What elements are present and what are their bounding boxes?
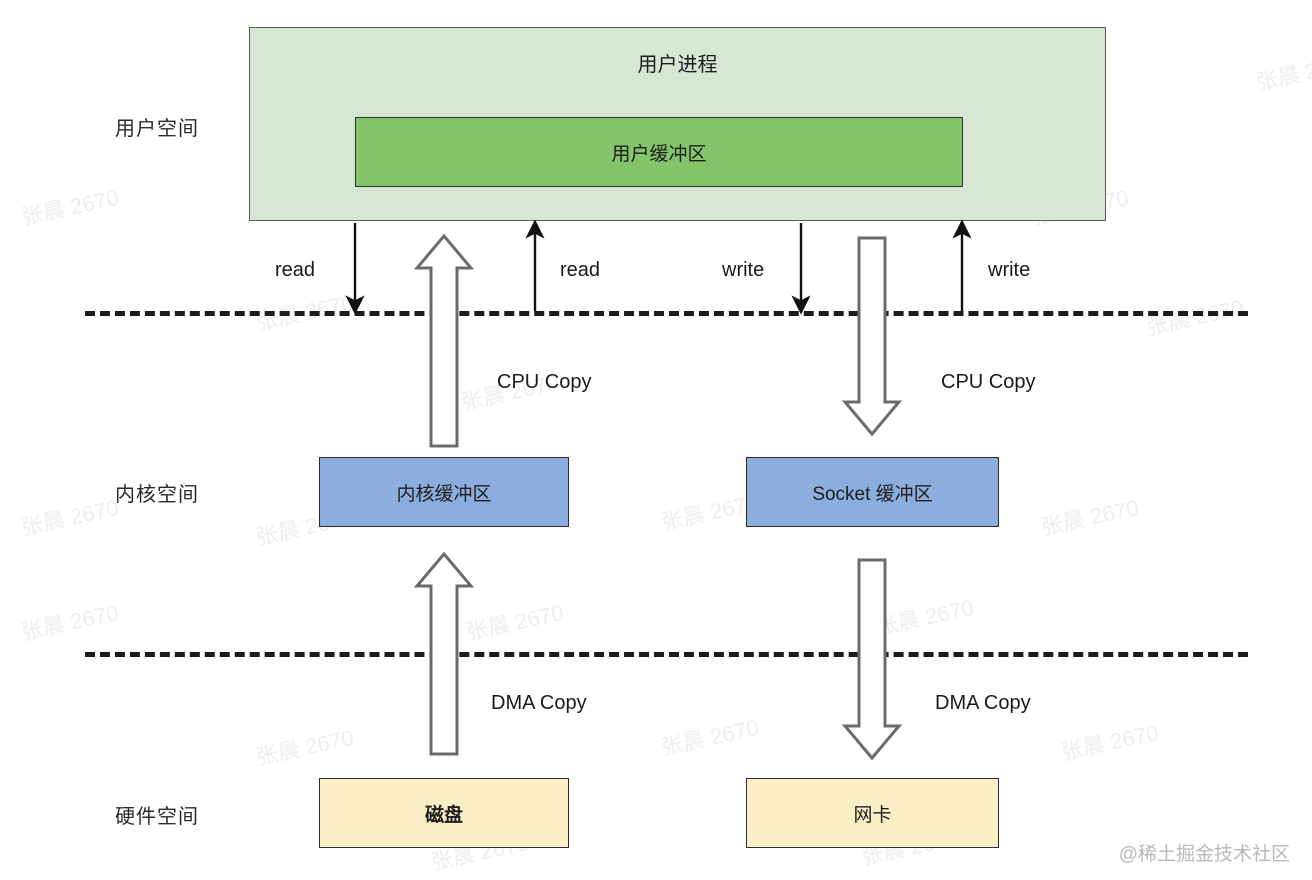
user-buffer-box: 用户缓冲区 — [355, 117, 963, 187]
dma-copy-arrow-down-right — [841, 558, 903, 761]
zone-label-kernel-space: 内核空间 — [115, 484, 199, 506]
zone-label-hardware-space: 硬件空间 — [115, 806, 199, 828]
watermark-tile: 张晨 2670 — [18, 494, 121, 540]
cpu-copy-label-right: CPU Copy — [941, 371, 1036, 393]
watermark-tile: 张晨 2670 — [1058, 719, 1161, 765]
cpu-copy-label-left: CPU Copy — [497, 371, 592, 393]
network-card-label: 网卡 — [853, 804, 892, 826]
watermark-tile: 张晨 2670 — [18, 184, 121, 230]
watermark-tile: 张晨 2670 — [658, 714, 761, 760]
kernel-buffer-box: 内核缓冲区 — [319, 457, 569, 527]
socket-buffer-label: Socket 缓冲区 — [812, 483, 933, 505]
disk-label: 磁盘 — [424, 804, 463, 826]
user-buffer-label: 用户缓冲区 — [611, 143, 707, 165]
read-label-2: read — [560, 259, 601, 281]
kernel-buffer-label: 内核缓冲区 — [396, 483, 492, 505]
brand-watermark: @稀土掘金技术社区 — [1118, 844, 1290, 865]
socket-buffer-box: Socket 缓冲区 — [746, 457, 999, 527]
watermark-tile: 张晨 2670 — [18, 599, 121, 645]
watermark-tile: 张晨 2670 — [463, 599, 566, 645]
watermark-tile: 张晨 2670 — [1038, 494, 1141, 540]
network-card-box: 网卡 — [746, 778, 999, 848]
cpu-copy-arrow-down-right — [841, 236, 903, 437]
watermark-tile: 张晨 2670 — [873, 594, 976, 640]
write-label-2: write — [988, 259, 1031, 281]
watermark-tile: 张晨 2670 — [1143, 294, 1246, 340]
disk-box: 磁盘 — [319, 778, 569, 848]
kernel-hardware-boundary-line — [85, 652, 1248, 657]
user-kernel-boundary-line — [85, 311, 1248, 316]
watermark-tile: 张晨 2670 — [253, 724, 356, 770]
zone-label-user-space: 用户空间 — [115, 118, 199, 140]
user-process-label: 用户进程 — [637, 54, 718, 76]
read-label-1: read — [275, 259, 316, 281]
dma-copy-label-right: DMA Copy — [935, 692, 1031, 714]
write-label-1: write — [722, 259, 765, 281]
watermark-tile: 张晨 2670 — [1253, 49, 1312, 95]
dma-copy-label-left: DMA Copy — [491, 692, 587, 714]
